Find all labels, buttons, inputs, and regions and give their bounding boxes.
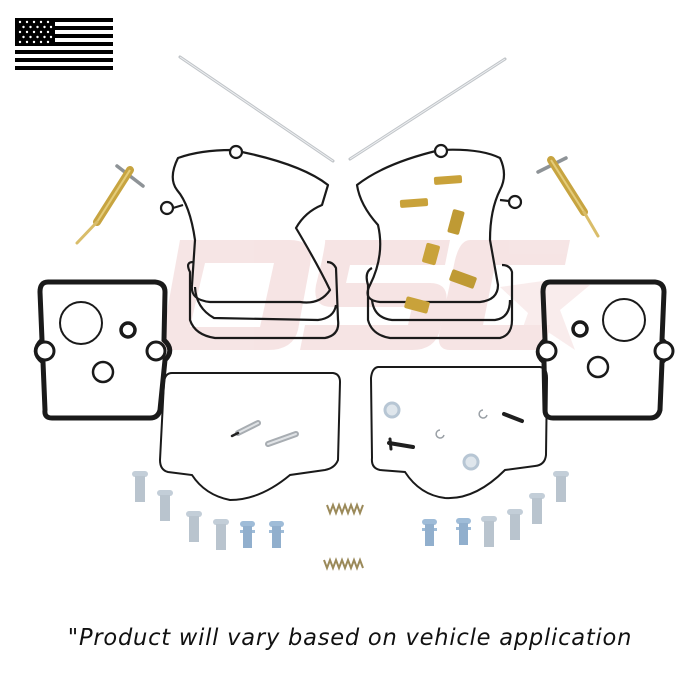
side-gasket-left — [33, 279, 173, 421]
bowl-gasket-left-upper — [171, 148, 332, 304]
brass-jets — [399, 175, 477, 314]
black-screws — [387, 412, 524, 451]
e-clips — [435, 409, 488, 439]
dsc-watermark-logo — [160, 240, 590, 350]
washers — [383, 401, 480, 471]
us-flag-icon — [15, 18, 113, 70]
float-bowl-gasket-left — [158, 372, 342, 502]
vehicle-application-disclaimer: "Product will vary based on vehicle appl… — [67, 625, 633, 651]
side-gasket-right — [535, 279, 675, 421]
float-bowl-gasket-right — [369, 366, 549, 500]
bowl-gasket-right-upper — [355, 148, 506, 304]
bowl-gasket-left-lower — [186, 260, 340, 340]
screws-left — [132, 471, 284, 550]
mixture-screw-left — [75, 164, 145, 245]
bowl-gasket-right-lower — [365, 263, 514, 340]
screws-right — [422, 471, 569, 547]
float-needles — [230, 420, 299, 447]
mixture-screw-right — [536, 156, 600, 238]
springs — [323, 502, 364, 571]
